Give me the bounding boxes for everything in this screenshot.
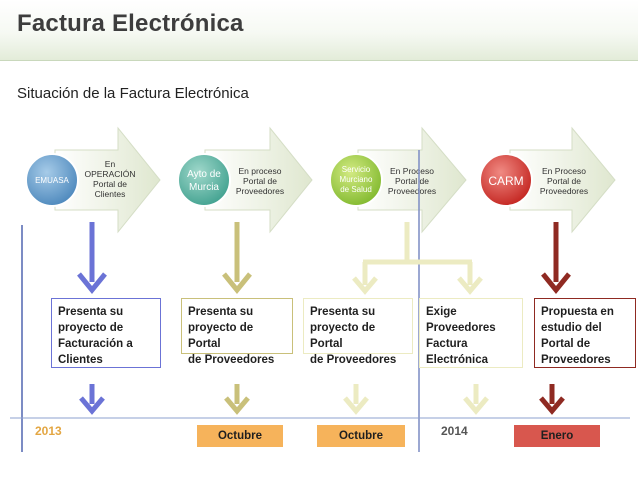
- stage-arrow-shape: [509, 126, 616, 234]
- stage-carm: CARM En Proceso Portal de Proveedores: [479, 126, 616, 234]
- stage-ayto-murcia: Ayto de Murcia En proceso Portal de Prov…: [177, 126, 313, 234]
- ayto-circle-label: Murcia: [189, 182, 219, 193]
- page-title: Factura Electrónica: [17, 10, 244, 37]
- arrow-lower-ayto: [224, 384, 250, 415]
- stage-arrow-shape: [54, 126, 161, 234]
- stage-text-line: Proveedores: [540, 186, 588, 196]
- sms-circle-label: Servicio: [342, 165, 371, 174]
- box-emuasa: Presenta su proyecto de Facturación a Cl…: [51, 298, 161, 368]
- stage-arrow-shape: [357, 126, 467, 234]
- sms-circle: [329, 153, 383, 207]
- stage-text-line: Proveedores: [236, 186, 284, 196]
- ayto-circle: [177, 153, 231, 207]
- arrow-down-ayto: [222, 222, 252, 294]
- stage-emuasa: EMUASA En OPERACIÓN Portal de Clientes: [25, 126, 161, 234]
- header-bar: Factura Electrónica: [0, 0, 638, 61]
- ayto-circle-label: Ayto de: [187, 169, 221, 180]
- stage-text-line: OPERACIÓN: [84, 169, 135, 179]
- stage-text-line: En: [105, 159, 116, 169]
- arrow-lower-emuasa: [79, 384, 105, 415]
- stage-text-line: Portal de: [547, 176, 581, 186]
- arrow-down-emuasa: [77, 222, 107, 294]
- box-ayto: Presenta su proyecto de Portal de Provee…: [181, 298, 293, 366]
- timeline-marker-enero-carm: Enero: [514, 425, 600, 447]
- box-sms: Presenta su proyecto de Portal de Provee…: [303, 298, 413, 366]
- stage-text-line: En proceso: [239, 166, 282, 176]
- slide-subtitle: Situación de la Factura Electrónica: [17, 85, 249, 102]
- year-label-2014: 2014: [441, 424, 468, 438]
- timeline-marker-octubre-sms: Octubre: [317, 425, 405, 447]
- stage-text-line: Portal de: [93, 179, 127, 189]
- stage-text-line: Proveedores: [388, 186, 436, 196]
- arrow-split-sms: [352, 222, 483, 295]
- arrow-lower-sms: [343, 384, 369, 415]
- carm-circle: [479, 153, 533, 207]
- arrow-down-carm: [541, 222, 571, 294]
- emuasa-circle: [25, 153, 79, 207]
- sms-circle-label: de Salud: [340, 185, 372, 194]
- sms-circle-label: Murciano: [340, 175, 373, 184]
- stage-text-line: En Proceso: [542, 166, 586, 176]
- stage-text-line: Clientes: [95, 189, 126, 199]
- year-label-2013: 2013: [35, 424, 62, 438]
- carm-circle-label: CARM: [488, 174, 523, 188]
- box-carm: Propuesta en estudio del Portal de Prove…: [534, 298, 636, 368]
- stage-arrow-shape: [204, 126, 313, 234]
- stage-text-line: En Proceso: [390, 166, 434, 176]
- emuasa-circle-label: EMUASA: [35, 176, 69, 185]
- box-exige: Exige Proveedores Factura Electrónica: [419, 298, 523, 368]
- arrow-lower-exige: [463, 384, 489, 415]
- stage-text-line: Portal de: [243, 176, 277, 186]
- stage-servicio-murciano-salud: Servicio Murciano de Salud En Proceso Po…: [329, 126, 467, 234]
- timeline-marker-octubre-ayto: Octubre: [197, 425, 283, 447]
- stage-text-line: Portal de: [395, 176, 429, 186]
- arrow-lower-carm: [539, 384, 565, 415]
